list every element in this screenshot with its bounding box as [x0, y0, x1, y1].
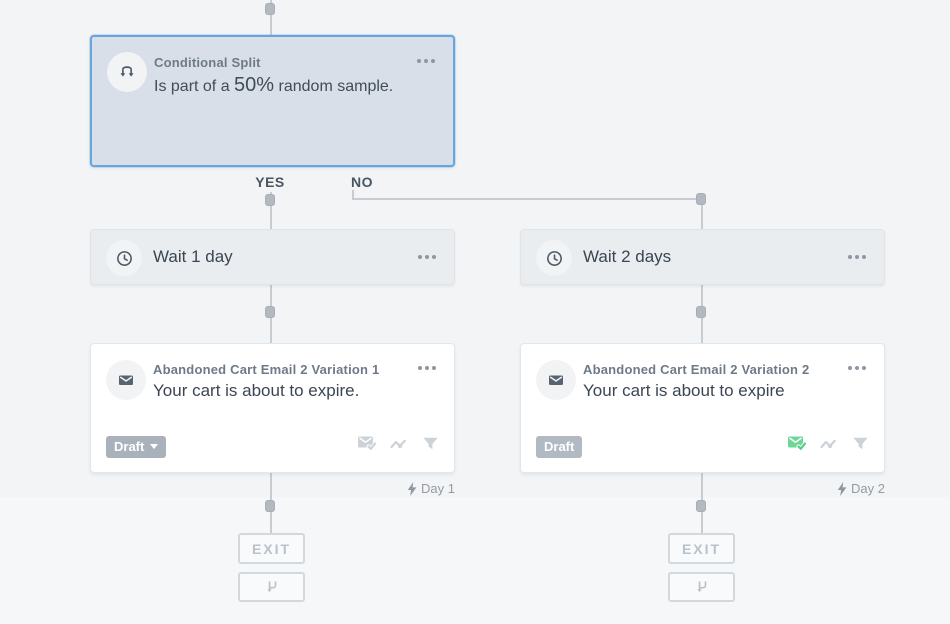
merge-arrow-icon — [266, 581, 276, 593]
status-badge[interactable]: Draft — [106, 436, 167, 458]
split-percentage: 50% — [234, 74, 275, 96]
email-settings-icon — [356, 432, 378, 459]
connector-handle-left-mid[interactable] — [265, 306, 275, 318]
filter-icon — [421, 434, 440, 458]
lightning-icon — [407, 481, 417, 496]
connector-handle-right-bottom[interactable] — [696, 500, 706, 512]
connector-no-horizontal — [352, 198, 703, 200]
wait-node-2[interactable]: Wait 2 days — [520, 229, 885, 285]
wait-node-1[interactable]: Wait 1 day — [90, 229, 455, 285]
caret-down-icon — [150, 444, 159, 449]
analytics-icon — [389, 433, 410, 459]
day-indicator: Day 2 — [520, 481, 885, 496]
branch-label-no: NO — [351, 174, 373, 190]
email-node-2[interactable]: Abandoned Cart Email 2 Variation 2 Your … — [520, 343, 885, 473]
lightning-icon — [837, 481, 847, 496]
filter-icon — [851, 434, 870, 458]
connector-handle-left-bottom[interactable] — [265, 500, 275, 512]
exit-marker-left: EXIT — [238, 533, 305, 564]
status-badge: Draft — [536, 436, 583, 458]
connector-handle-yes[interactable] — [265, 194, 275, 206]
email-title: Abandoned Cart Email 2 Variation 2 — [583, 362, 810, 377]
branch-label-yes: YES — [255, 174, 285, 190]
analytics-icon — [819, 433, 840, 459]
wait-label: Wait 1 day — [153, 247, 233, 266]
canvas-lower-band — [0, 497, 950, 624]
merge-arrow-icon — [696, 581, 706, 593]
more-options-icon[interactable] — [416, 364, 438, 372]
email-settings-icon-complete — [786, 432, 808, 459]
email-icon — [536, 360, 576, 400]
email-node-1[interactable]: Abandoned Cart Email 2 Variation 1 Your … — [90, 343, 455, 473]
merge-flow-marker-left — [238, 572, 305, 602]
email-icon — [106, 360, 146, 400]
connector-yes — [270, 192, 272, 230]
more-options-icon[interactable] — [415, 57, 437, 65]
node-title: Conditional Split — [154, 55, 261, 70]
merge-flow-marker-right — [668, 572, 735, 602]
day-indicator: Day 1 — [90, 481, 455, 496]
connector-no-vertical — [701, 199, 703, 230]
clock-icon — [106, 240, 142, 276]
more-options-icon[interactable] — [846, 364, 868, 372]
connector-incoming — [270, 0, 272, 36]
clock-icon — [536, 240, 572, 276]
more-options-icon[interactable] — [846, 253, 868, 261]
wait-label: Wait 2 days — [583, 247, 672, 266]
email-subject: Your cart is about to expire — [583, 381, 785, 400]
exit-marker-right: EXIT — [668, 533, 735, 564]
conditional-split-icon — [107, 52, 147, 92]
more-options-icon[interactable] — [416, 253, 438, 261]
connector-handle-right-mid[interactable] — [696, 306, 706, 318]
email-title: Abandoned Cart Email 2 Variation 1 — [153, 362, 380, 377]
email-subject: Your cart is about to expire. — [153, 381, 360, 400]
conditional-split-node[interactable]: Conditional Split Is part of a 50% rando… — [90, 35, 455, 167]
connector-no-stub — [352, 190, 354, 200]
node-description: Is part of a 50% random sample. — [154, 74, 394, 96]
connector-handle-no[interactable] — [696, 193, 706, 205]
connector-handle-top[interactable] — [265, 3, 275, 15]
